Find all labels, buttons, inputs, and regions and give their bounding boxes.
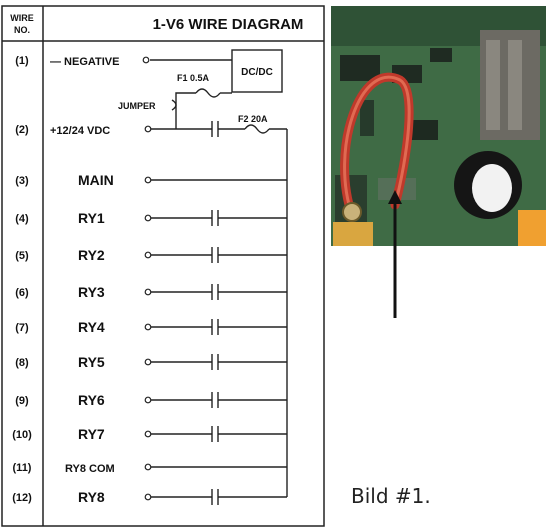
wire-number: (5) xyxy=(15,250,29,262)
arrow-up-icon xyxy=(388,190,402,318)
wire-row: (7) RY4 xyxy=(15,319,287,335)
wire-label: RY7 xyxy=(78,426,105,442)
wire-label: RY6 xyxy=(78,392,105,408)
wire-number: (3) xyxy=(15,175,29,187)
wire-number: (4) xyxy=(15,213,29,225)
f1-label: F1 0.5A xyxy=(177,73,210,83)
wire-row: (3) MAIN xyxy=(15,172,287,188)
photo-caption: Bild #1. xyxy=(351,484,431,508)
diagram-title: 1-V6 WIRE DIAGRAM xyxy=(153,16,304,33)
circuit-board-photo xyxy=(331,6,546,246)
wire-row: (6) RY3 xyxy=(15,284,287,300)
terminal-point xyxy=(144,176,152,184)
wire-number: (2) xyxy=(15,124,29,136)
wire-row: (9) RY6 xyxy=(15,392,287,408)
f1-wire xyxy=(175,92,196,129)
terminal-point xyxy=(144,323,152,331)
wire-rows: (1)— NEGATIVE(2)+12/24 VDC(3)MAIN(4)RY1(… xyxy=(12,55,287,505)
wire-label: +12/24 VDC xyxy=(50,125,110,137)
wire-label: RY1 xyxy=(78,210,105,226)
wire-label: RY3 xyxy=(78,284,105,300)
wire-row: (5) RY2 xyxy=(15,247,287,263)
terminal-point xyxy=(144,125,152,133)
wire-number: (11) xyxy=(13,462,32,474)
wire-number: (12) xyxy=(12,492,32,504)
terminal-point xyxy=(144,463,152,471)
wire-row: (11) RY8 COM xyxy=(13,462,287,475)
wire-row: (1) — NEGATIVE xyxy=(15,55,150,68)
terminal-point xyxy=(144,430,152,438)
wire-row: (2) +12/24 VDC xyxy=(15,121,287,137)
terminal-point xyxy=(144,396,152,404)
f1-fuse-symbol xyxy=(195,88,221,98)
wire-row: (8) RY5 xyxy=(15,354,287,370)
wire-label: MAIN xyxy=(78,172,114,188)
wire-label: RY4 xyxy=(78,319,105,335)
wire-number: (8) xyxy=(15,357,29,369)
dcdc-label: DC/DC xyxy=(241,67,273,78)
wire-label: RY2 xyxy=(78,247,105,263)
wire-number: (6) xyxy=(15,287,29,299)
jumper-label: JUMPER xyxy=(118,101,156,111)
wire-label: RY5 xyxy=(78,354,105,370)
wire-row: (4) RY1 xyxy=(15,210,287,226)
wire-row: (10) RY7 xyxy=(12,426,287,442)
wire-label: RY8 xyxy=(78,489,105,505)
terminal-point xyxy=(144,251,152,259)
wire-number: (10) xyxy=(12,429,32,441)
jumper-symbol xyxy=(171,99,177,111)
wire-label: RY8 COM xyxy=(65,463,115,475)
wire-number: (9) xyxy=(15,395,29,407)
terminal-point xyxy=(144,288,152,296)
wire-row: (12) RY8 xyxy=(12,489,287,505)
wire-no-header-line2: NO. xyxy=(14,25,30,35)
terminal-point xyxy=(144,214,152,222)
wire-label: — NEGATIVE xyxy=(50,56,119,68)
f2-fuse-symbol xyxy=(244,124,270,134)
wire-no-header-line1: WIRE xyxy=(10,13,34,23)
terminal-point xyxy=(144,493,152,501)
dcdc-box xyxy=(231,49,283,93)
terminal-point xyxy=(144,358,152,366)
f2-label: F2 20A xyxy=(238,114,268,124)
terminal-point xyxy=(142,56,150,64)
wire-number: (1) xyxy=(15,55,29,67)
wire-number: (7) xyxy=(15,322,29,334)
